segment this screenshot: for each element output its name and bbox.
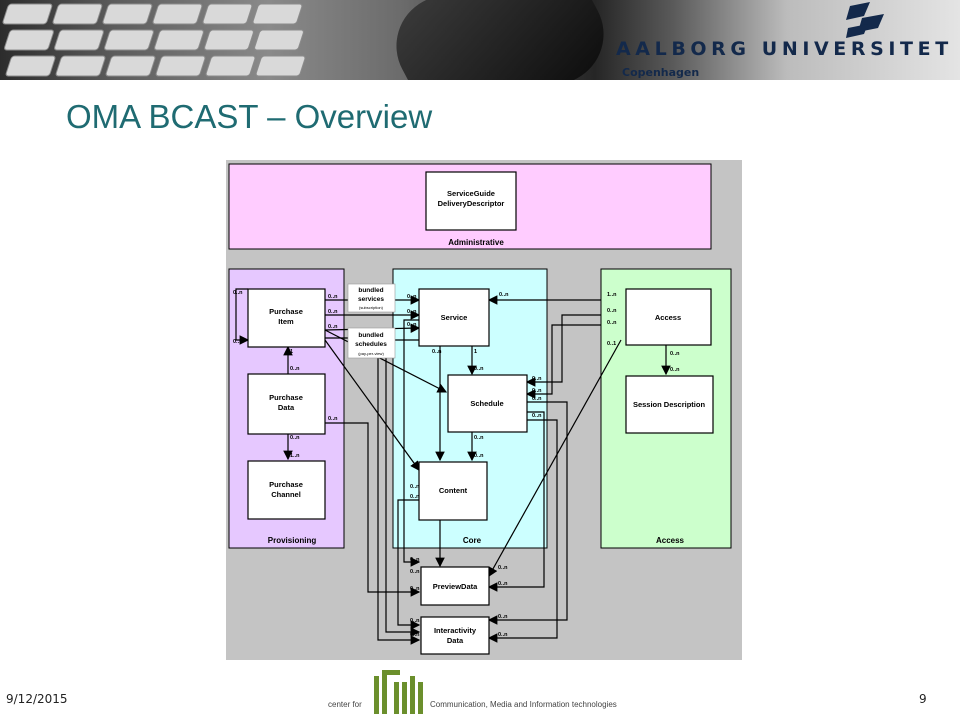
mult-label: 0..n xyxy=(498,581,508,587)
mult-label: 0..n xyxy=(607,320,617,326)
sgdd-label-2: DeliveryDescriptor xyxy=(438,199,505,208)
purchase-data-box xyxy=(247,373,326,435)
mult-label: 0..n xyxy=(410,569,420,575)
purchase-item-label-1: Purchase xyxy=(269,307,303,316)
purchase-data-label-1: Purchase xyxy=(269,393,303,402)
service-box xyxy=(418,288,490,347)
mult-label: 1..n xyxy=(290,453,300,459)
mult-label: 0..n xyxy=(474,435,484,441)
mult-label: 1 xyxy=(474,349,477,355)
schedule-box xyxy=(447,374,528,433)
mult-label: 0..n xyxy=(670,351,680,357)
interactivity-data-box xyxy=(420,616,490,655)
mult-label: 0..n xyxy=(407,309,417,315)
sgdd-box xyxy=(425,171,517,231)
cmi-mark xyxy=(374,670,423,714)
mult-label: 0..n xyxy=(498,565,508,571)
bundled-services-text-1: bundled xyxy=(358,287,383,294)
purchase-channel-label-1: Purchase xyxy=(269,480,303,489)
mult-label: 0..n xyxy=(328,324,338,330)
mult-label: 0..n xyxy=(328,294,338,300)
session-description-label: Session Description xyxy=(633,400,706,409)
content-box xyxy=(418,461,488,521)
purchase-item-box xyxy=(247,288,326,348)
mult-label: 0..n xyxy=(432,349,442,355)
mobile-phone-image xyxy=(378,0,622,80)
interactivity-label-2: Data xyxy=(447,636,464,645)
footer-date: 9/12/2015 xyxy=(6,692,68,706)
purchase-channel-label-2: Channel xyxy=(271,490,301,499)
slide-title: OMA BCAST – Overview xyxy=(66,98,433,135)
schedule-label: Schedule xyxy=(470,399,503,408)
header-banner: AALBORG UNIVERSITET Copenhagen xyxy=(0,0,960,80)
mult-label: 0..n xyxy=(474,366,484,372)
access-label: Access xyxy=(656,536,685,545)
purchase-data-label-2: Data xyxy=(278,403,295,412)
access-label-node: Access xyxy=(655,313,681,322)
session-description-box xyxy=(625,375,714,434)
mult-label: 1..n xyxy=(607,292,617,298)
purchase-item-label-2: Item xyxy=(278,317,294,326)
mult-label: 0..n xyxy=(474,453,484,459)
center-for-text: center for xyxy=(328,700,362,709)
mult-label: 0..n xyxy=(498,614,508,620)
mult-label: 0..1 xyxy=(607,341,616,347)
mult-label: 0..n xyxy=(407,322,417,328)
service-label: Service xyxy=(441,313,468,322)
mult-label: 0..n xyxy=(410,484,420,490)
mult-label: 0..n xyxy=(532,376,542,382)
interactivity-label-1: Interactivity xyxy=(434,626,477,635)
bundled-services-text-2: services xyxy=(358,296,384,303)
mult-label: 1 xyxy=(290,349,293,355)
mult-label: 0..n xyxy=(607,308,617,314)
administrative-label: Administrative xyxy=(448,238,504,247)
mult-label: 0..n xyxy=(532,396,542,402)
slide-number: 9 xyxy=(919,692,927,706)
provisioning-label: Provisioning xyxy=(268,536,317,545)
keyboard-image xyxy=(2,3,306,77)
purchase-channel-box xyxy=(247,460,326,520)
mult-label: 0..n xyxy=(410,586,420,592)
bundled-schedules-text-3: (pay-per-view) xyxy=(358,351,384,356)
mult-label: 0..n xyxy=(290,435,300,441)
bundled-schedules-text-2: schedules xyxy=(355,341,387,348)
preview-data-box xyxy=(420,566,490,606)
sgdd-label-1: ServiceGuide xyxy=(447,189,495,198)
mult-label: 0..n xyxy=(532,413,542,419)
mult-label: 0..n xyxy=(498,632,508,638)
mult-label: 0..n xyxy=(499,292,509,298)
bundled-services-text-3: (subscription) xyxy=(359,305,384,310)
mult-label: 0..n xyxy=(328,416,338,422)
campus-name: Copenhagen xyxy=(622,66,700,79)
mult-label: 0..n xyxy=(233,290,243,296)
access-box xyxy=(625,288,712,346)
mult-label: 0..n xyxy=(328,309,338,315)
cmi-logo: center for Communication, Media and Info… xyxy=(328,670,617,714)
bundled-services-note xyxy=(347,283,396,313)
mult-label: 0..n xyxy=(410,494,420,500)
mult-label: 0..n xyxy=(410,557,420,563)
mult-label: 0..n xyxy=(233,339,243,345)
bcast-diagram: Administrative Provisioning Core Access xyxy=(226,160,742,660)
content-label: Content xyxy=(439,486,468,495)
center-name-text: Communication, Media and Information tec… xyxy=(430,700,617,709)
mult-label: 0..n xyxy=(407,294,417,300)
mult-label: 0..n xyxy=(290,366,300,372)
bundled-schedules-note xyxy=(347,327,396,359)
preview-data-label: PreviewData xyxy=(433,582,478,591)
mult-label: 0..n xyxy=(670,367,680,373)
aau-logo xyxy=(846,2,884,38)
bundled-schedules-text-1: bundled xyxy=(358,332,383,339)
mult-label: 0..n xyxy=(410,632,420,638)
core-label: Core xyxy=(463,536,482,545)
mult-label: 0..n xyxy=(410,618,420,624)
mult-label: 0..n xyxy=(532,388,542,394)
university-name: AALBORG UNIVERSITET xyxy=(616,38,953,60)
connectors xyxy=(235,288,671,645)
